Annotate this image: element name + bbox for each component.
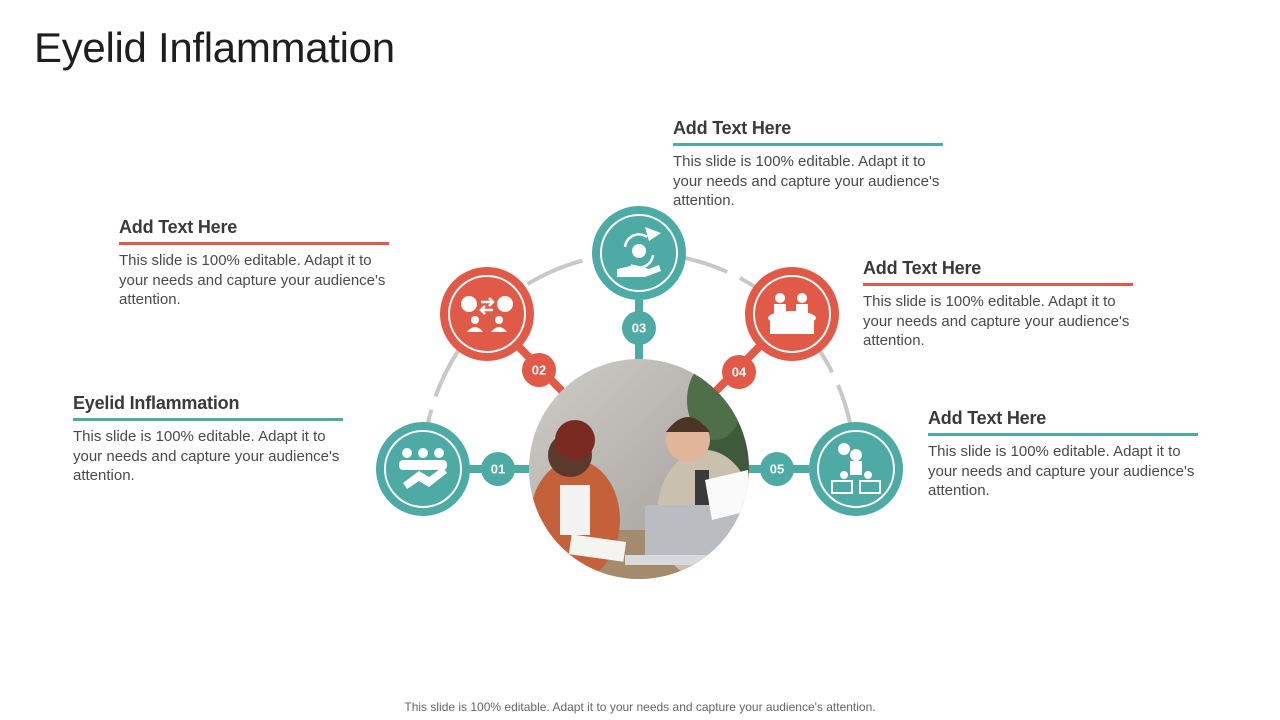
heading-03: Add Text Here [673, 118, 943, 146]
number-badge-05: 05 [760, 452, 794, 486]
number-badge-01: 01 [481, 452, 515, 486]
text-block-03: Add Text Here This slide is 100% editabl… [673, 118, 943, 211]
body-05: This slide is 100% editable. Adapt it to… [928, 443, 1195, 499]
node-02: 02 [440, 267, 556, 387]
number-label-05: 05 [770, 462, 784, 477]
node-ring-04 [753, 275, 831, 353]
text-block-04: Add Text Here This slide is 100% editabl… [863, 258, 1133, 351]
heading-01: Eyelid Inflammation [73, 393, 343, 421]
body-04: This slide is 100% editable. Adapt it to… [863, 293, 1130, 349]
central-photo [529, 359, 749, 579]
body-01: This slide is 100% editable. Adapt it to… [73, 428, 340, 484]
number-label-04: 04 [732, 365, 747, 380]
hand-coin-cycle-icon [617, 227, 661, 277]
text-block-02: Add Text Here This slide is 100% editabl… [119, 217, 389, 310]
slide-title: Eyelid Inflammation [34, 24, 395, 71]
footer-note: This slide is 100% editable. Adapt it to… [404, 700, 876, 714]
handshake-team-icon [399, 448, 447, 489]
body-03: This slide is 100% editable. Adapt it to… [673, 153, 940, 209]
node-ring-02 [448, 275, 526, 353]
body-02: This slide is 100% editable. Adapt it to… [119, 252, 386, 308]
number-label-01: 01 [491, 462, 505, 477]
heading-04: Add Text Here [863, 258, 1133, 286]
presenter-audience-icon [831, 443, 881, 494]
meeting-table-icon [768, 293, 816, 334]
number-label-02: 02 [532, 363, 546, 378]
node-01: 01 [376, 422, 515, 516]
text-block-05: Add Text Here This slide is 100% editabl… [928, 408, 1198, 501]
node-ring-01 [384, 430, 462, 508]
number-label-03: 03 [632, 321, 646, 336]
number-badge-04: 04 [722, 355, 756, 389]
node-03: 03 [592, 206, 686, 345]
heading-02: Add Text Here [119, 217, 389, 245]
node-04: 04 [722, 267, 839, 389]
number-badge-03: 03 [622, 311, 656, 345]
heading-05: Add Text Here [928, 408, 1198, 436]
node-05: 05 [760, 422, 903, 516]
nodes-layer: 01 02 03 04 05 [376, 206, 903, 516]
text-block-01: Eyelid Inflammation This slide is 100% e… [73, 393, 343, 486]
exchange-people-money-icon [461, 296, 513, 332]
node-ring-03 [600, 214, 678, 292]
node-circle-02 [440, 267, 534, 361]
number-badge-02: 02 [522, 353, 556, 387]
node-ring-05 [817, 430, 895, 508]
